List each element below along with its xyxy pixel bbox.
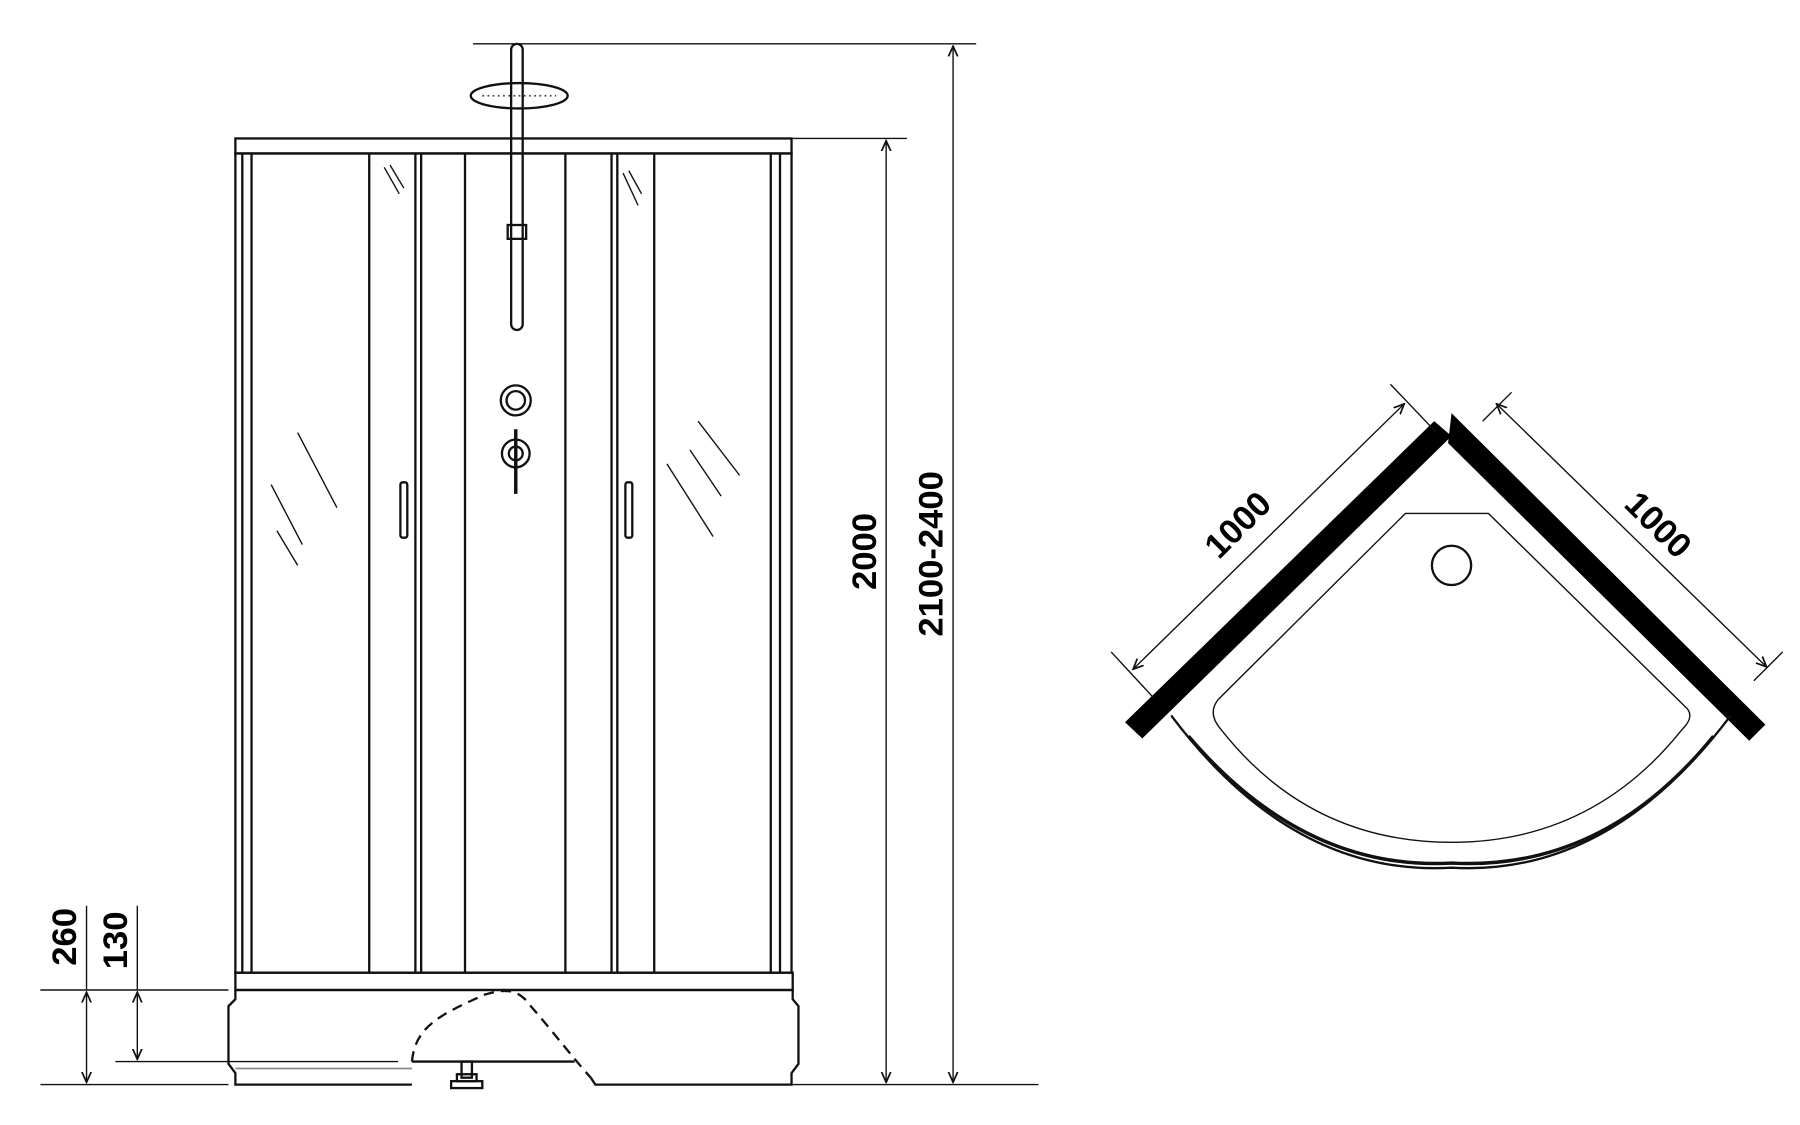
door-handle-left	[399, 481, 409, 539]
shower-tray-base	[227, 971, 800, 1090]
tray-inner	[1212, 512, 1691, 844]
dimension-total-height: 2100-2400	[913, 471, 951, 637]
dimension-left-side: 1000	[1198, 485, 1279, 566]
plan-dimension-lines	[1110, 383, 1784, 699]
rain-shower-head	[469, 81, 569, 110]
glass-reflections	[270, 164, 741, 566]
mixer-lever	[500, 429, 531, 494]
dimension-leg-height: 130	[97, 912, 135, 970]
wall-right	[1448, 413, 1766, 741]
cabin-frame	[234, 137, 793, 974]
plan-view: 1000 1000	[1110, 383, 1784, 870]
dimension-lines	[40, 43, 1039, 1086]
mixer-knob	[499, 384, 532, 417]
tray-outline	[1170, 714, 1732, 870]
dimension-tray-height: 260	[46, 908, 84, 966]
door-handle-right	[624, 481, 634, 539]
wall-left	[1125, 421, 1452, 739]
shower-rod	[506, 42, 528, 332]
dimension-right-side: 1000	[1617, 485, 1698, 566]
dimension-cabin-height: 2000	[846, 513, 884, 590]
front-view: 2000 2100-2400 260 130	[40, 42, 1039, 1090]
drain-icon	[1430, 544, 1473, 587]
